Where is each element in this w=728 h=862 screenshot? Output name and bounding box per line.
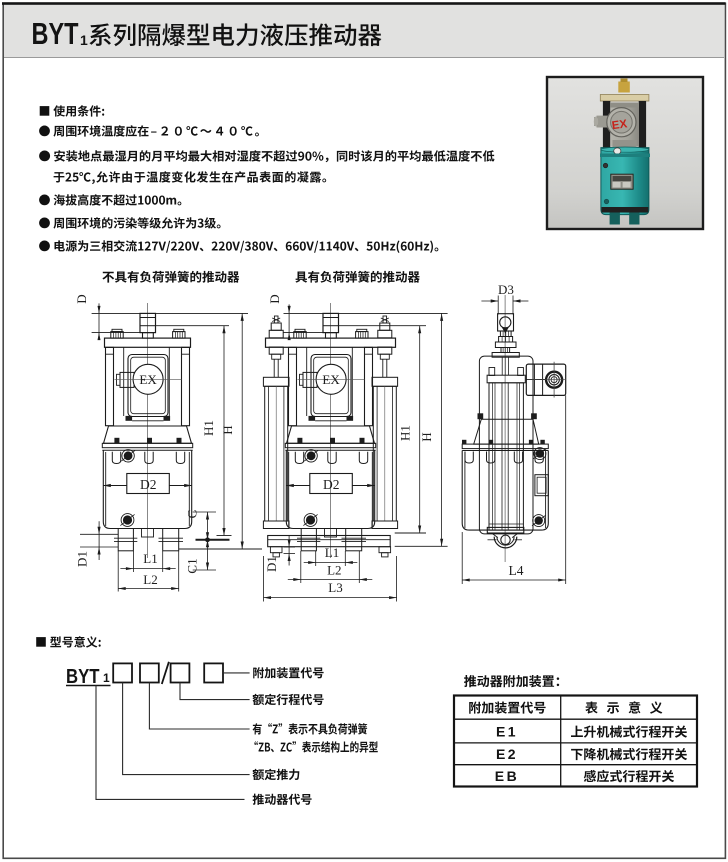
- svg-text:EB: EB: [495, 768, 519, 784]
- svg-text:D: D: [74, 294, 89, 303]
- svg-text:E2: E2: [496, 746, 518, 762]
- svg-text:L1: L1: [325, 545, 339, 560]
- svg-text:H: H: [220, 425, 235, 434]
- svg-text:1: 1: [80, 32, 88, 48]
- svg-text:C1: C1: [185, 558, 200, 573]
- svg-text:E1: E1: [496, 724, 518, 740]
- svg-text:L2: L2: [143, 572, 157, 587]
- svg-text:EX: EX: [611, 118, 628, 132]
- svg-text:D: D: [267, 294, 282, 303]
- svg-text:D2: D2: [323, 477, 340, 492]
- svg-text:BYT: BYT: [66, 666, 100, 688]
- svg-text:H1: H1: [398, 425, 413, 441]
- svg-text:D1: D1: [74, 551, 89, 567]
- svg-text:H1: H1: [201, 420, 216, 436]
- svg-text:D1: D1: [264, 556, 279, 572]
- svg-text:H: H: [419, 432, 434, 441]
- svg-text:EX: EX: [322, 372, 340, 387]
- svg-text:D2: D2: [140, 477, 157, 492]
- svg-text:L3: L3: [328, 580, 342, 595]
- svg-text:L4: L4: [509, 563, 524, 578]
- svg-text:1: 1: [103, 671, 110, 685]
- svg-text:L2: L2: [327, 563, 341, 578]
- svg-text:EX: EX: [139, 372, 157, 387]
- svg-text:BYT: BYT: [32, 16, 79, 51]
- svg-text:D3: D3: [498, 282, 514, 297]
- svg-text:L1: L1: [143, 551, 157, 566]
- svg-text:C: C: [185, 510, 200, 519]
